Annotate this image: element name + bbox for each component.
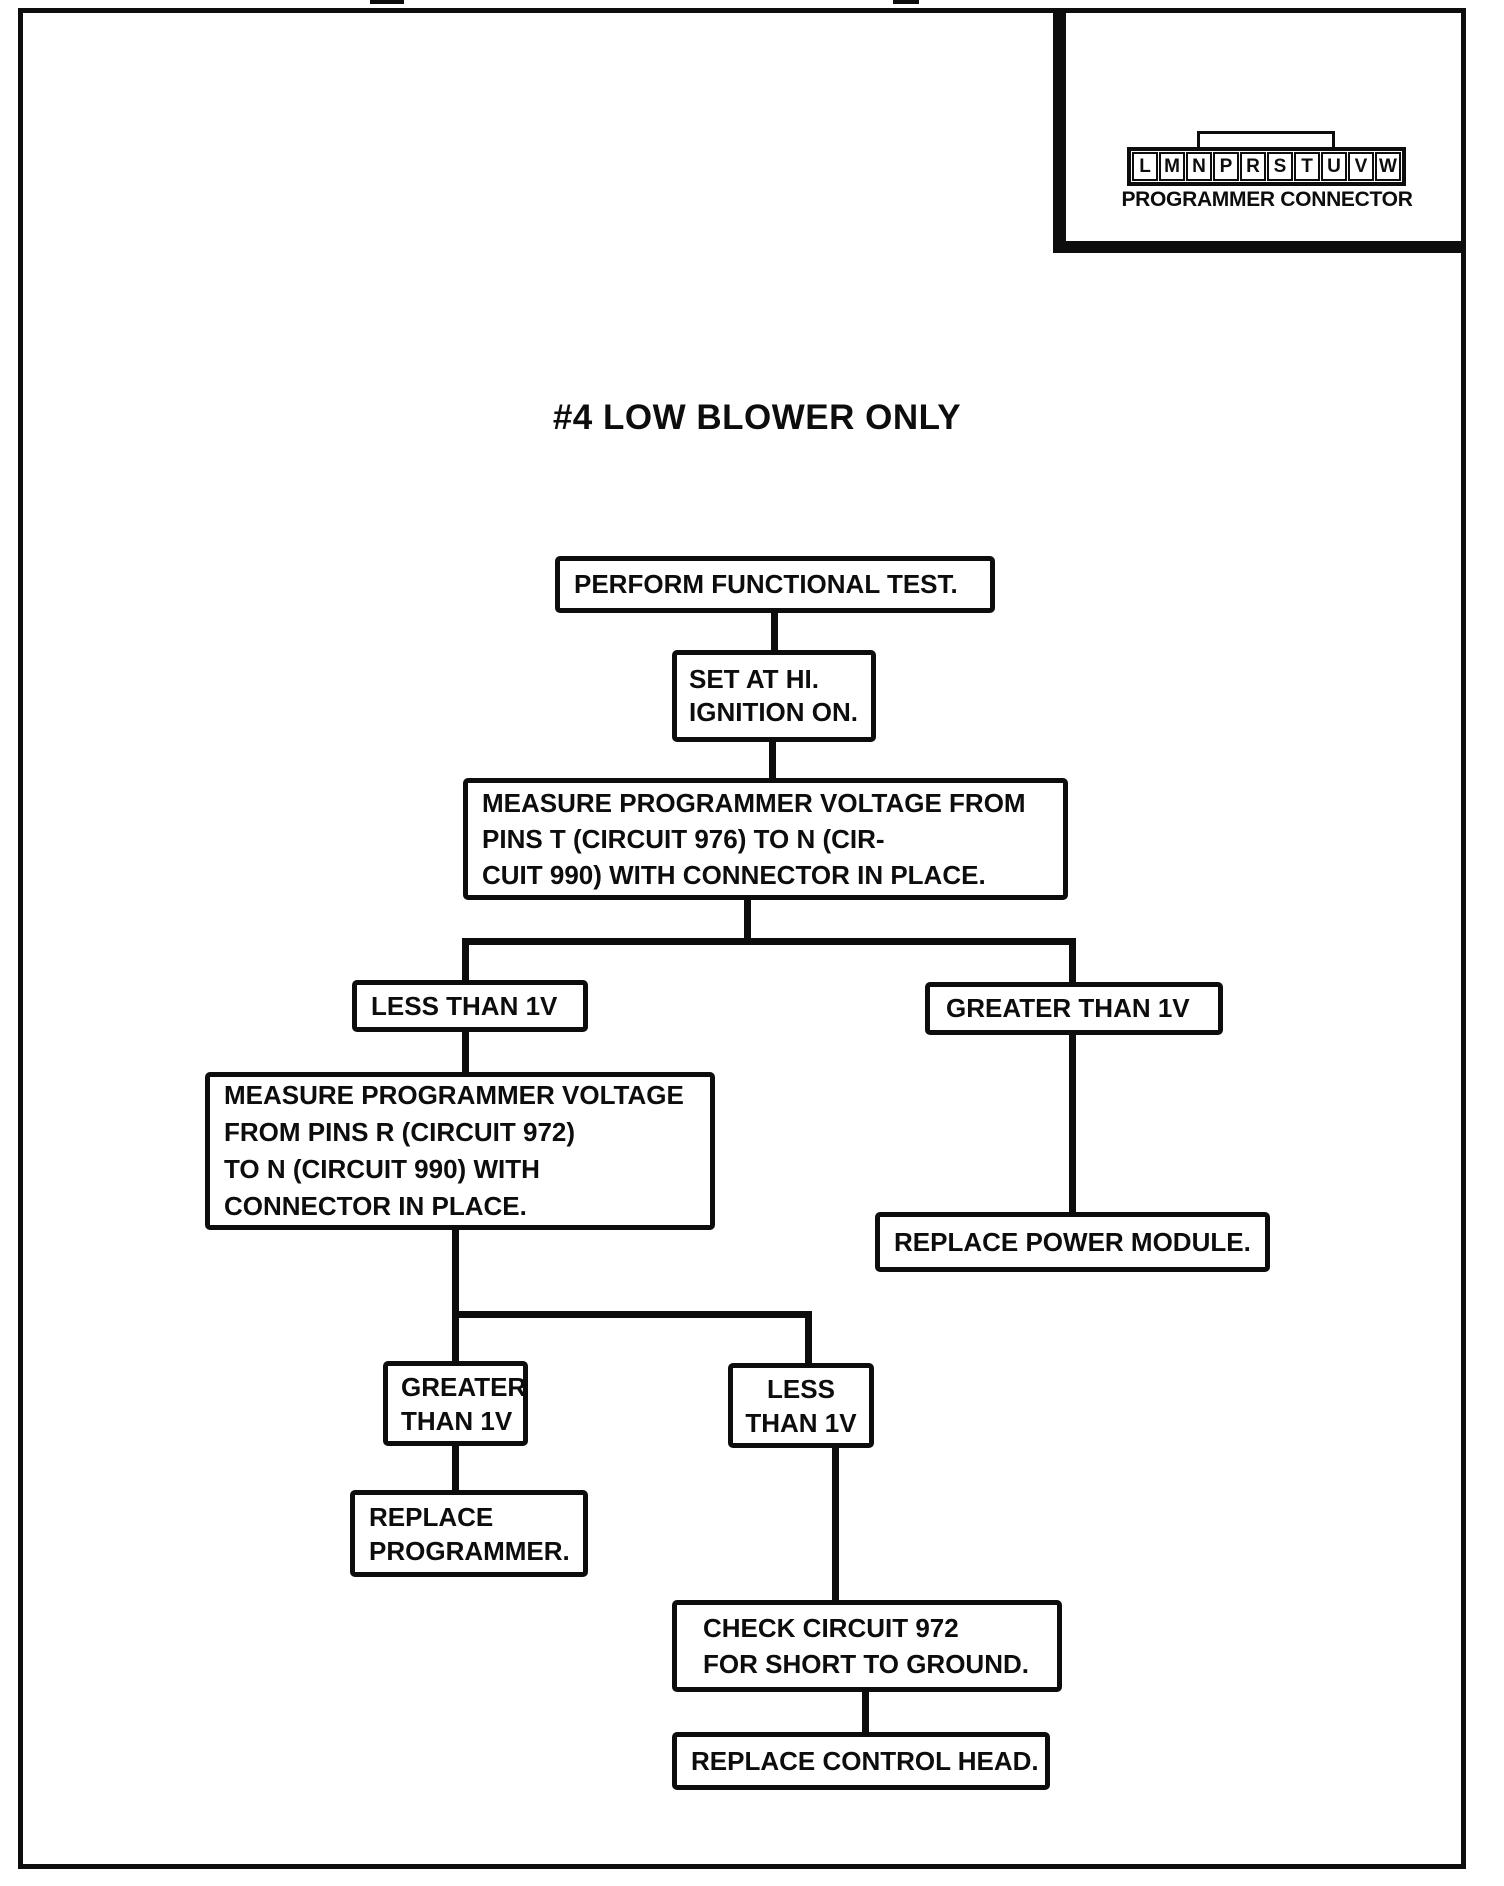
pin-cell-U: U (1321, 152, 1347, 181)
scan-artifact (370, 0, 404, 4)
node-text: MEASURE PROGRAMMER VOLTAGE (224, 1080, 684, 1110)
page-border (18, 8, 1466, 1869)
pin-cell-S: S (1267, 152, 1293, 181)
scan-artifact (893, 0, 919, 4)
connector-line (1069, 938, 1076, 986)
node-text: MEASURE PROGRAMMER VOLTAGE FROM (482, 788, 1026, 818)
flow-node-set-at-hi: SET AT HI. IGNITION ON. (672, 650, 876, 742)
node-text: FOR SHORT TO GROUND. (703, 1649, 1029, 1679)
flow-node-measure-pins-t: MEASURE PROGRAMMER VOLTAGE FROM PINS T (… (463, 778, 1068, 900)
node-text: SET AT HI. (689, 664, 819, 694)
flow-node-check-circuit-972: CHECK CIRCUIT 972 FOR SHORT TO GROUND. (672, 1600, 1062, 1692)
pin-cell-R: R (1240, 152, 1266, 181)
connector-line (452, 1311, 459, 1365)
connector-line (462, 938, 469, 984)
connector-panel-bottom-bar (1053, 241, 1462, 253)
connector-line (462, 1030, 469, 1076)
pin-cell-M: M (1159, 152, 1185, 181)
pin-label: P (1219, 156, 1233, 177)
pin-label: T (1301, 156, 1313, 177)
pin-label: M (1164, 156, 1180, 177)
node-text: LESS (767, 1373, 835, 1404)
connector-line (452, 1444, 459, 1494)
connector-line (744, 898, 751, 942)
connector-line (462, 938, 1076, 945)
node-text: THAN 1V (745, 1407, 857, 1438)
node-text: PERFORM FUNCTIONAL TEST. (574, 569, 958, 599)
pin-label: U (1327, 156, 1341, 177)
node-text: REPLACE POWER MODULE. (894, 1226, 1251, 1257)
connector-caption: PROGRAMMER CONNECTOR (1121, 188, 1413, 211)
connector-line (452, 1228, 459, 1318)
node-text: PINS T (CIRCUIT 976) TO N (CIR- (482, 824, 885, 854)
flow-node-replace-control-head: REPLACE CONTROL HEAD. (672, 1732, 1050, 1790)
node-text: PROGRAMMER. (369, 1535, 570, 1566)
flow-node-replace-programmer: REPLACE PROGRAMMER. (350, 1490, 588, 1577)
node-text: CUIT 990) WITH CONNECTOR IN PLACE. (482, 860, 986, 890)
pin-label: L (1139, 156, 1151, 177)
connector-line (805, 1311, 812, 1367)
pin-cell-P: P (1213, 152, 1239, 181)
pin-label: V (1354, 156, 1368, 177)
node-text: THAN 1V (401, 1405, 513, 1436)
node-text: LESS THAN 1V (371, 990, 558, 1021)
connector-line (452, 1311, 812, 1318)
pin-label: R (1246, 156, 1260, 177)
pin-label: W (1379, 156, 1397, 177)
pin-cell-L: L (1132, 152, 1158, 181)
node-text: GREATER (401, 1371, 527, 1402)
pin-cell-T: T (1294, 152, 1320, 181)
node-text: REPLACE (369, 1501, 494, 1532)
flow-node-less-than-1v-first: LESS THAN 1V (352, 980, 588, 1032)
connector-line (771, 610, 778, 654)
node-text: IGNITION ON. (689, 697, 858, 727)
flow-node-greater-than-1v-second: GREATER THAN 1V (383, 1361, 528, 1446)
node-text: FROM PINS R (CIRCUIT 972) (224, 1117, 576, 1147)
flow-node-greater-than-1v-first: GREATER THAN 1V (925, 982, 1223, 1035)
node-text: TO N (CIRCUIT 990) WITH (224, 1154, 540, 1184)
flow-node-replace-power-module: REPLACE POWER MODULE. (875, 1212, 1270, 1272)
pin-cell-N: N (1186, 152, 1212, 181)
flow-node-measure-pins-r: MEASURE PROGRAMMER VOLTAGE FROM PINS R (… (205, 1072, 715, 1230)
node-text: CONNECTOR IN PLACE. (224, 1191, 527, 1221)
pin-label: N (1192, 156, 1206, 177)
connector-line (832, 1446, 839, 1604)
connector-panel-left-bar (1053, 12, 1066, 253)
pin-cell-W: W (1375, 152, 1401, 181)
pin-cell-V: V (1348, 152, 1374, 181)
page-title: #4 LOW BLOWER ONLY (552, 398, 962, 437)
pin-label: S (1273, 156, 1287, 177)
programmer-connector-diagram: L M N P R S T U V W (1127, 147, 1406, 186)
flow-node-less-than-1v-second: LESS THAN 1V (728, 1363, 874, 1448)
node-text: CHECK CIRCUIT 972 (703, 1613, 959, 1643)
connector-line (862, 1690, 869, 1736)
node-text: GREATER THAN 1V (946, 993, 1190, 1023)
node-text: REPLACE CONTROL HEAD. (691, 1745, 1039, 1776)
connector-line (769, 740, 776, 782)
connector-line (1069, 1033, 1076, 1216)
flow-node-perform-functional-test: PERFORM FUNCTIONAL TEST. (555, 556, 995, 613)
